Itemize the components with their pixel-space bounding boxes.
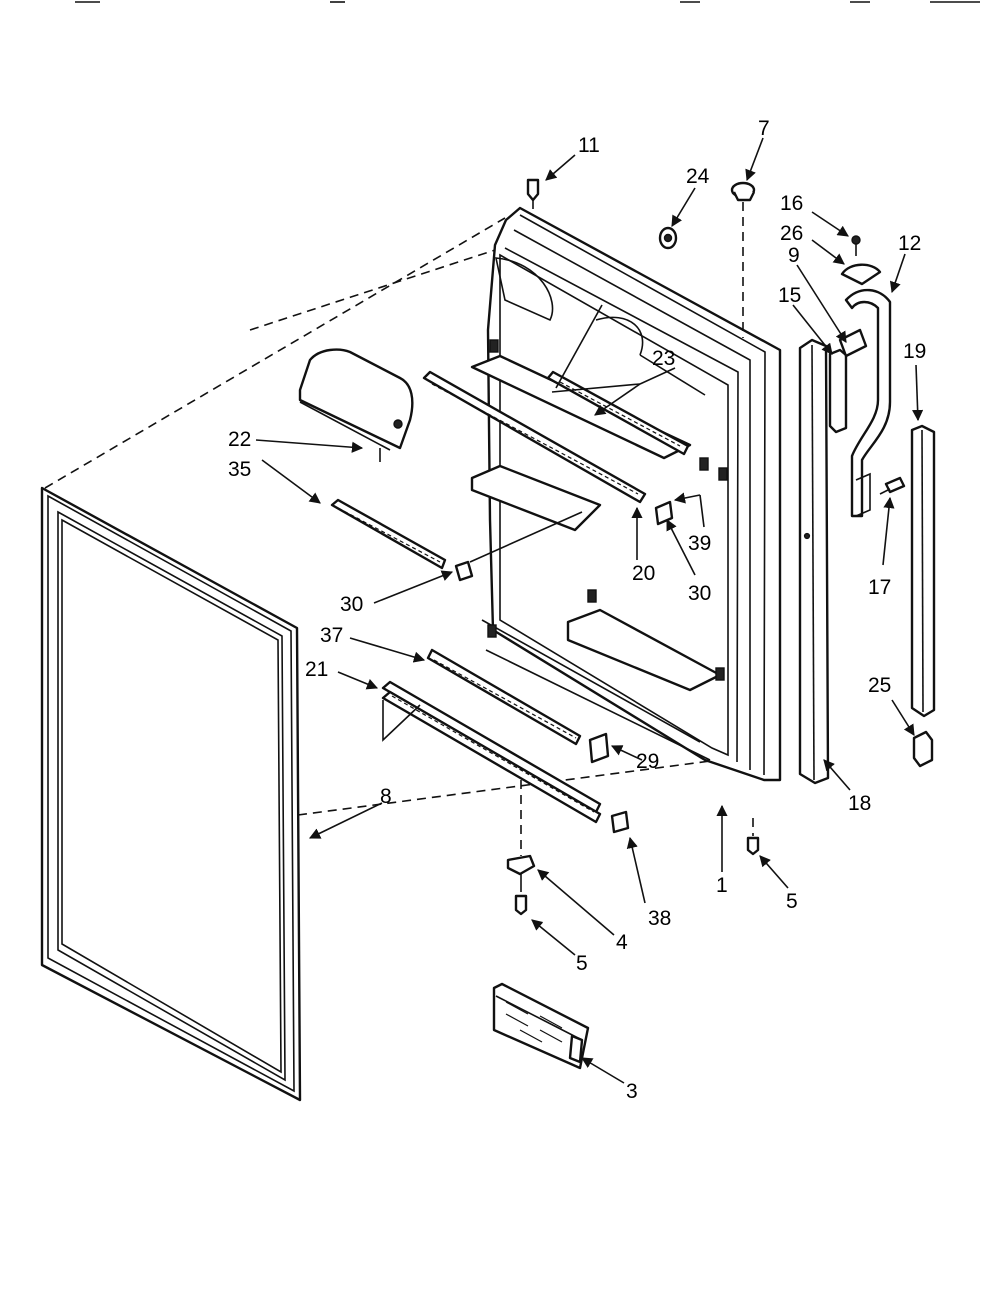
callout-1: 1 xyxy=(716,874,728,897)
screw-part-17 xyxy=(879,476,906,495)
callout-30-right: 30 xyxy=(688,582,711,605)
end-cap-part-25 xyxy=(912,730,934,768)
hinge-spacer-part-15 xyxy=(828,348,848,434)
callout-22: 22 xyxy=(228,428,251,451)
door-gasket-part-8 xyxy=(40,486,302,1102)
callout-24: 24 xyxy=(686,165,710,188)
callout-16: 16 xyxy=(780,192,803,215)
callout-3: 3 xyxy=(626,1080,638,1103)
callout-18: 18 xyxy=(848,792,871,815)
callout-35: 35 xyxy=(228,458,251,481)
callout-39: 39 xyxy=(688,532,711,555)
callout-labels: 11 7 24 16 26 12 9 15 19 23 22 35 39 20 … xyxy=(228,117,926,1103)
upper-hinge-part-12 xyxy=(838,235,892,518)
cabinet-phantom-lines xyxy=(44,217,719,816)
door-bar-part-20 xyxy=(422,370,647,504)
door-bar-part-35 xyxy=(330,498,447,570)
callout-38: 38 xyxy=(648,907,671,930)
leader-lines xyxy=(255,137,924,1084)
callout-7: 7 xyxy=(758,117,770,140)
callout-20: 20 xyxy=(632,562,655,585)
callout-17: 17 xyxy=(868,576,891,599)
callout-37: 37 xyxy=(320,624,343,647)
dairy-door-part-22 xyxy=(298,348,414,462)
callout-12: 12 xyxy=(898,232,921,255)
screw-part-11 xyxy=(526,178,540,215)
shelf-clips xyxy=(454,500,674,834)
lower-hinge-part-4 xyxy=(506,780,536,916)
callout-8: 8 xyxy=(380,785,392,808)
callout-4: 4 xyxy=(616,931,628,954)
callout-23: 23 xyxy=(652,347,675,370)
callout-25: 25 xyxy=(868,674,891,697)
grille-part-3 xyxy=(492,982,590,1070)
callout-19: 19 xyxy=(903,340,926,363)
screw-part-5-right xyxy=(746,818,760,856)
callout-29: 29 xyxy=(636,750,659,773)
callout-30-left: 30 xyxy=(340,593,363,616)
callout-11: 11 xyxy=(578,134,600,157)
callout-9: 9 xyxy=(788,244,800,267)
callout-15: 15 xyxy=(778,284,801,307)
nut-part-24 xyxy=(658,226,678,250)
door-bar-part-21 xyxy=(381,680,602,824)
door-bar-part-23 xyxy=(546,370,690,456)
plug-part-7 xyxy=(730,181,756,338)
callout-21: 21 xyxy=(305,658,328,681)
door-bar-part-37 xyxy=(426,648,582,746)
callout-26: 26 xyxy=(780,222,803,245)
callout-5-left: 5 xyxy=(576,952,588,975)
callout-5-right: 5 xyxy=(786,890,798,913)
trim-strip-part-19 xyxy=(910,424,936,718)
door-trim-part-18 xyxy=(798,338,830,785)
